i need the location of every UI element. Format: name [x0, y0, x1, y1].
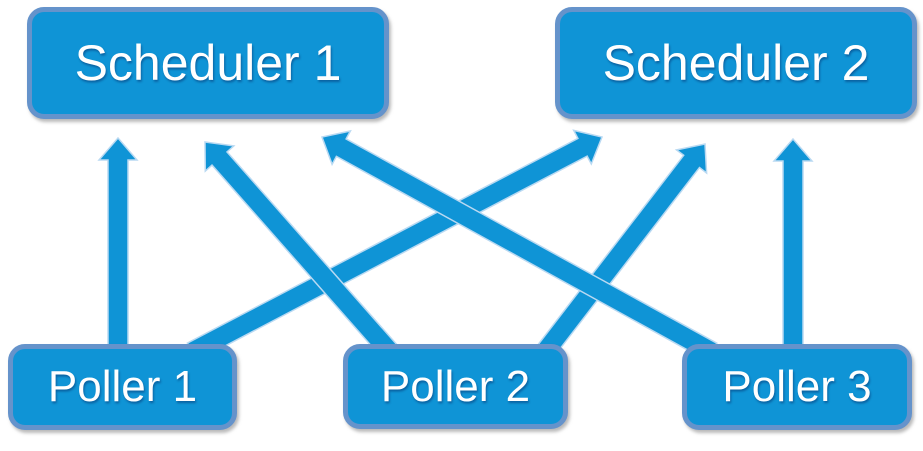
- poller-1-to-scheduler-2-arrow: [186, 129, 604, 362]
- scheduler-2-node: Scheduler 2: [555, 7, 917, 119]
- poller-2-node: Poller 2: [343, 344, 568, 429]
- poller-3-to-scheduler-1-arrow: [320, 129, 718, 362]
- poller-3-label: Poller 3: [722, 362, 872, 411]
- scheduler-1-node: Scheduler 1: [27, 7, 389, 119]
- scheduler-1-label: Scheduler 1: [74, 35, 342, 91]
- scheduler-2-label: Scheduler 2: [602, 35, 870, 91]
- poller-3-to-scheduler-2-arrow: [772, 137, 814, 353]
- poller-3-node: Poller 3: [682, 344, 912, 430]
- poller-1-label: Poller 1: [47, 362, 198, 411]
- poller-1-to-scheduler-1-arrow: [97, 136, 139, 353]
- poller-1-node: Poller 1: [8, 344, 237, 430]
- poller-2-to-scheduler-2-arrow: [536, 143, 708, 360]
- poller-2-to-scheduler-1-arrow: [204, 141, 399, 360]
- poller-2-label: Poller 2: [380, 361, 531, 411]
